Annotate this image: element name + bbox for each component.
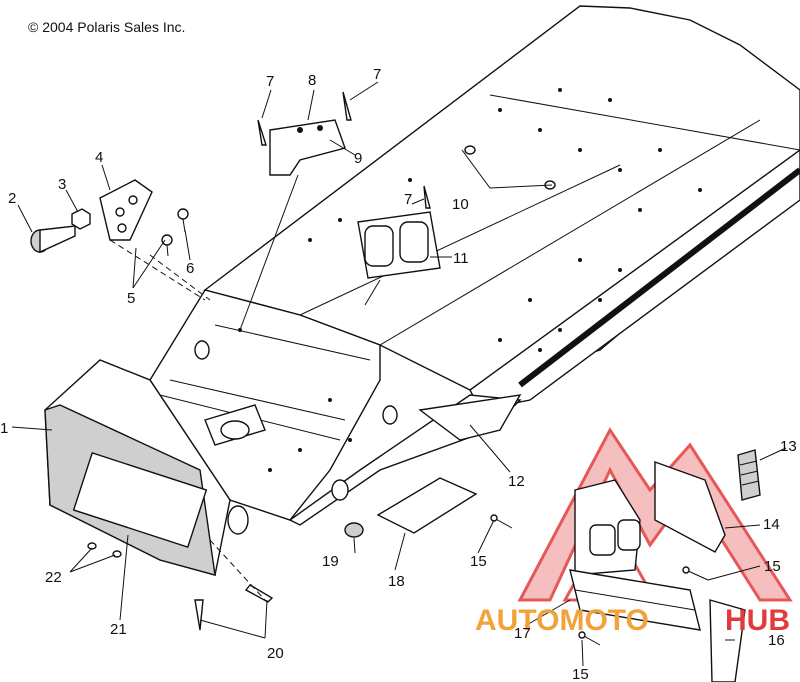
bracket-part-11 [357,211,441,279]
callout-numbers: 1 2 3 4 5 6 7 7 7 8 9 10 11 12 13 14 15 … [0,66,797,682]
callout-11: 11 [453,250,469,267]
callout-20: 20 [267,645,284,662]
callout-13: 13 [780,438,797,455]
callout-7b: 7 [373,66,381,83]
callout-4: 4 [95,149,103,166]
callout-21: 21 [110,621,127,638]
plate-part-16 [569,569,746,682]
plate-part-4 [99,179,153,241]
callout-8: 8 [308,72,316,89]
bracket-part-14 [574,461,726,576]
fasteners-part-20 [194,584,274,631]
callout-18: 18 [388,573,405,590]
watermark-text-automoto: AUTOMOTO [475,604,649,637]
callout-15c: 15 [572,666,589,682]
callout-16: 16 [768,632,785,649]
watermark-text-hub: HUB [725,604,790,637]
callout-1: 1 [0,420,8,437]
rubber-part-13 [737,449,761,501]
callout-9: 9 [354,150,362,167]
callout-22: 22 [45,569,62,586]
callout-3: 3 [58,176,66,193]
pad-part-18 [376,477,478,534]
callout-15b: 15 [764,558,781,575]
copyright-notice: © 2004 Polaris Sales Inc. [28,19,186,35]
chassis-frame [44,5,800,576]
callout-12: 12 [508,473,525,490]
callout-17: 17 [514,625,531,642]
callout-19: 19 [322,553,339,570]
callout-5: 5 [127,290,135,307]
leader-lines [11,81,787,667]
plug-part-19 [344,522,364,538]
callout-10: 10 [452,196,469,213]
callout-7c: 7 [404,191,412,208]
bracket-part-8 [269,119,346,176]
callout-14: 14 [763,516,780,533]
pins-part-7 [257,91,431,209]
callout-6: 6 [186,260,194,277]
plugs-part-22 [87,542,122,558]
bolt-part-2 [30,208,91,254]
callout-7a: 7 [266,73,274,90]
callout-15a: 15 [470,553,487,570]
callout-2: 2 [8,190,16,207]
rivet-holes [238,88,702,472]
rivets-part-15 [490,514,709,646]
screws-part-6 [161,208,189,257]
